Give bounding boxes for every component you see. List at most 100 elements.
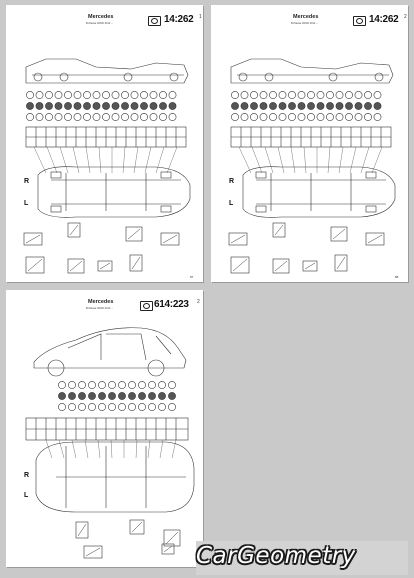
detail-stroke: [127, 228, 141, 240]
leader-line: [360, 146, 370, 174]
chassis-top-outline: [37, 166, 191, 218]
measurement-point-circle: [250, 102, 258, 110]
measurement-point-circle: [58, 403, 66, 411]
leader-line: [85, 146, 91, 174]
side-right-label: R: [24, 178, 30, 185]
measurement-point-circle: [364, 113, 372, 121]
reference-point-marker: [59, 72, 69, 82]
reference-point-marker: [33, 72, 43, 82]
manual-page-3: Mercedes B-Klasse W246 2012→ 614:223 2 R…: [6, 290, 203, 567]
measurement-point-circle: [138, 392, 146, 400]
measurement-point-circle: [345, 91, 353, 99]
measurement-point-circle: [159, 91, 167, 99]
measurement-point-circle: [259, 91, 268, 99]
wheel-marker: [160, 205, 172, 213]
leader-line: [155, 146, 165, 174]
page-make: Mercedes: [88, 299, 114, 305]
side-left-label: L: [229, 200, 234, 207]
measurement-point-circle: [98, 392, 106, 400]
measurement-point-circle: [98, 381, 106, 389]
detail-illustration: [25, 256, 45, 274]
detail-stroke: [165, 531, 179, 545]
detail-illustration: [272, 222, 286, 238]
leader-line: [33, 146, 47, 174]
measurement-point-circle: [168, 381, 176, 389]
wheel-marker: [365, 171, 377, 179]
chassis-frame-members: [256, 173, 386, 211]
measurement-point-circle: [83, 102, 91, 110]
detail-stroke: [99, 262, 111, 270]
measurement-point-circle: [278, 113, 287, 121]
measurement-point-circle: [168, 403, 176, 411]
page-subtitle: B-Klasse W246 2012→: [291, 22, 318, 25]
measurement-point-circle: [316, 91, 325, 99]
measurement-point-circle: [231, 91, 239, 99]
reference-point-marker: [374, 72, 384, 82]
wheel-marker: [365, 205, 377, 213]
car-top-outline: [35, 441, 195, 513]
measurement-point-circle: [240, 113, 249, 121]
leader-line: [144, 146, 152, 174]
detail-illustration: [67, 222, 81, 238]
measurement-point-circle: [373, 91, 382, 99]
measurement-point-circle: [159, 102, 167, 110]
detail-illustration: [160, 232, 180, 246]
measurement-point-circle: [130, 91, 139, 99]
measurement-point-circle: [102, 102, 110, 110]
measurement-point-circle: [373, 102, 382, 110]
detail-stroke: [274, 224, 284, 236]
chassis-side-outline: [230, 58, 394, 84]
measurement-point-circle: [98, 403, 106, 411]
car-side-outline: [33, 327, 187, 369]
leader-line: [133, 146, 139, 174]
measurement-point-circle: [45, 91, 53, 99]
measurement-point-circle: [88, 403, 96, 411]
detail-stroke: [162, 234, 178, 244]
measurement-point-circle: [111, 91, 120, 99]
measurement-point-circle: [148, 403, 156, 411]
measurement-point-circle: [269, 102, 277, 110]
measurement-point-circle: [102, 91, 110, 99]
measurement-point-circle: [68, 403, 76, 411]
measurement-point-circle: [121, 102, 129, 110]
detail-stroke: [336, 256, 346, 270]
leader-line: [98, 146, 102, 174]
measurement-point-circle: [326, 91, 334, 99]
detail-stroke: [232, 258, 248, 272]
body-diagram: [25, 327, 195, 559]
measurement-point-circle: [73, 102, 82, 110]
measurement-point-circle: [345, 113, 353, 121]
measurement-point-circle: [354, 91, 363, 99]
measurement-point-circle: [138, 381, 146, 389]
page-make: Mercedes: [293, 14, 319, 20]
measurement-point-circle: [158, 392, 166, 400]
measurement-point-circle: [64, 102, 72, 110]
measurement-point-circle: [158, 381, 166, 389]
detail-stroke: [27, 258, 43, 272]
side-right-label: R: [24, 472, 30, 479]
detail-illustration: [97, 260, 113, 272]
measurement-point-circle: [83, 91, 91, 99]
measurement-point-circle: [54, 113, 63, 121]
measurement-point-circle: [64, 113, 72, 121]
measurement-point-circle: [128, 403, 136, 411]
measurement-point-circle: [335, 102, 344, 110]
measurement-point-circle: [118, 392, 126, 400]
side-left-label: L: [24, 200, 29, 207]
measurement-point-circle: [288, 113, 296, 121]
page-make: Mercedes: [88, 14, 114, 20]
measurement-point-circle: [26, 113, 34, 121]
measurement-point-circle: [148, 381, 156, 389]
measurement-point-circle: [140, 102, 148, 110]
wheel-marker: [255, 205, 267, 213]
measurement-point-circle: [149, 113, 158, 121]
measurement-point-circle: [168, 392, 176, 400]
measurement-point-circle: [128, 392, 136, 400]
detail-stroke: [69, 224, 79, 236]
leader-line: [46, 146, 58, 174]
measurement-point-circle: [111, 102, 120, 110]
leader-line: [171, 439, 177, 459]
leader-line: [122, 146, 126, 174]
page-code: 14:262: [164, 14, 194, 25]
measurement-point-circle: [35, 113, 44, 121]
